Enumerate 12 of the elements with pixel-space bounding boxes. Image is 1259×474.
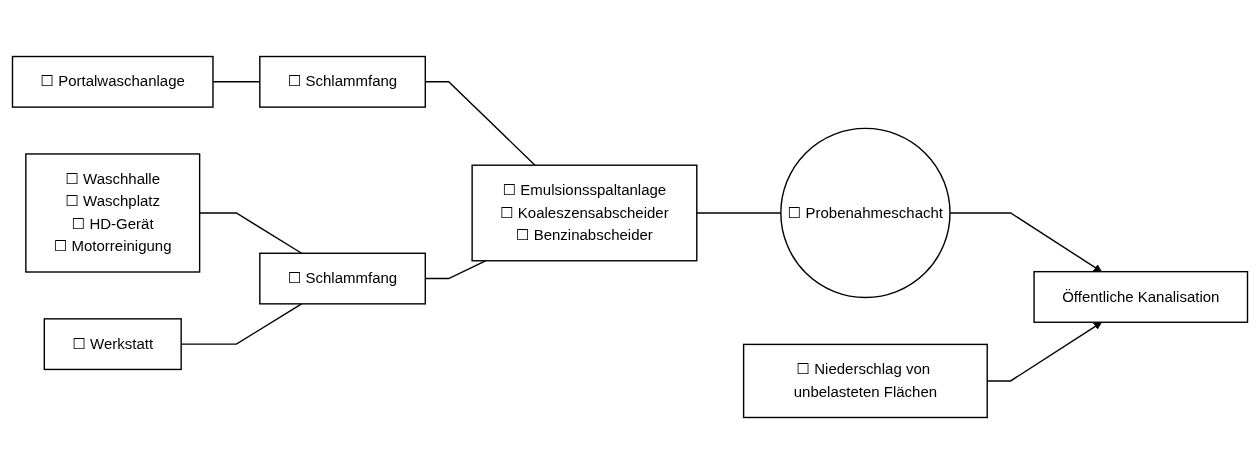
connector <box>424 260 486 280</box>
node-box: ☐ Schlammfang <box>258 252 426 305</box>
node-box: ☐ Emulsionsspaltanlage ☐ Koaleszensabscheider ☐ Benzinabscheider <box>470 164 697 262</box>
node-box: ☐ Werkstatt <box>43 318 182 371</box>
node-box: Öffentliche Kanalisation <box>1032 270 1248 323</box>
connector <box>424 81 536 166</box>
node-box: ☐ Waschhalle ☐ Waschplatz ☐ HD-Gerät ☐ Motorreinigung <box>24 153 200 273</box>
node-box: ☐ Portalwaschanlage <box>11 55 214 108</box>
node-box: ☐ Schlammfang <box>258 55 426 108</box>
arrow <box>986 321 1102 382</box>
node-circle: ☐ Probenahmeschacht <box>779 127 951 299</box>
node-box: ☐ Niederschlag von unbelasteten Flächen <box>742 343 988 419</box>
